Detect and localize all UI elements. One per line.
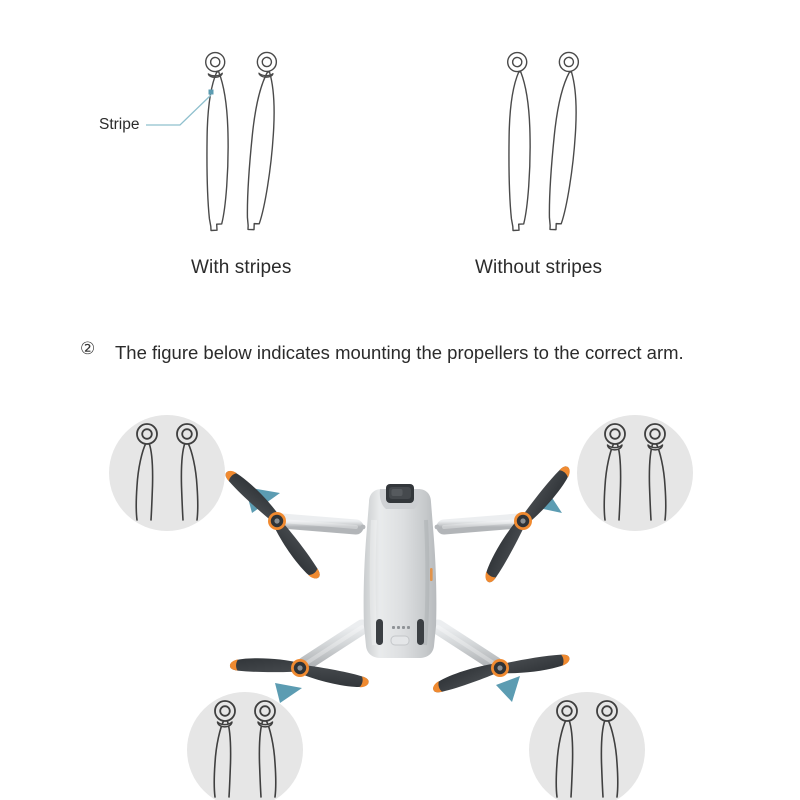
step-instruction-text: The figure below indicates mounting the … — [115, 342, 684, 363]
caption-with-stripes: With stripes — [191, 257, 292, 278]
motor-hub-front-left — [268, 512, 286, 530]
callout-rear-left — [187, 692, 303, 800]
step-number-marker: ② — [80, 339, 96, 358]
motor-hub-rear-left — [291, 659, 309, 677]
pointer-triangle-rear-left — [275, 683, 302, 703]
drone-arms — [274, 513, 526, 672]
pointer-triangle-rear-right — [496, 676, 520, 702]
motor-hub-front-right — [514, 512, 532, 530]
callout-front-right — [577, 415, 693, 531]
stripe-annotation-label: Stripe — [99, 116, 140, 133]
motor-hub-rear-right — [491, 659, 509, 677]
callout-front-left — [109, 415, 225, 531]
drone-body — [360, 484, 440, 658]
caption-without-stripes: Without stripes — [475, 257, 603, 278]
callout-rear-right — [529, 692, 645, 800]
drone-illustration — [223, 464, 576, 694]
stripe-leader-line — [146, 89, 214, 126]
